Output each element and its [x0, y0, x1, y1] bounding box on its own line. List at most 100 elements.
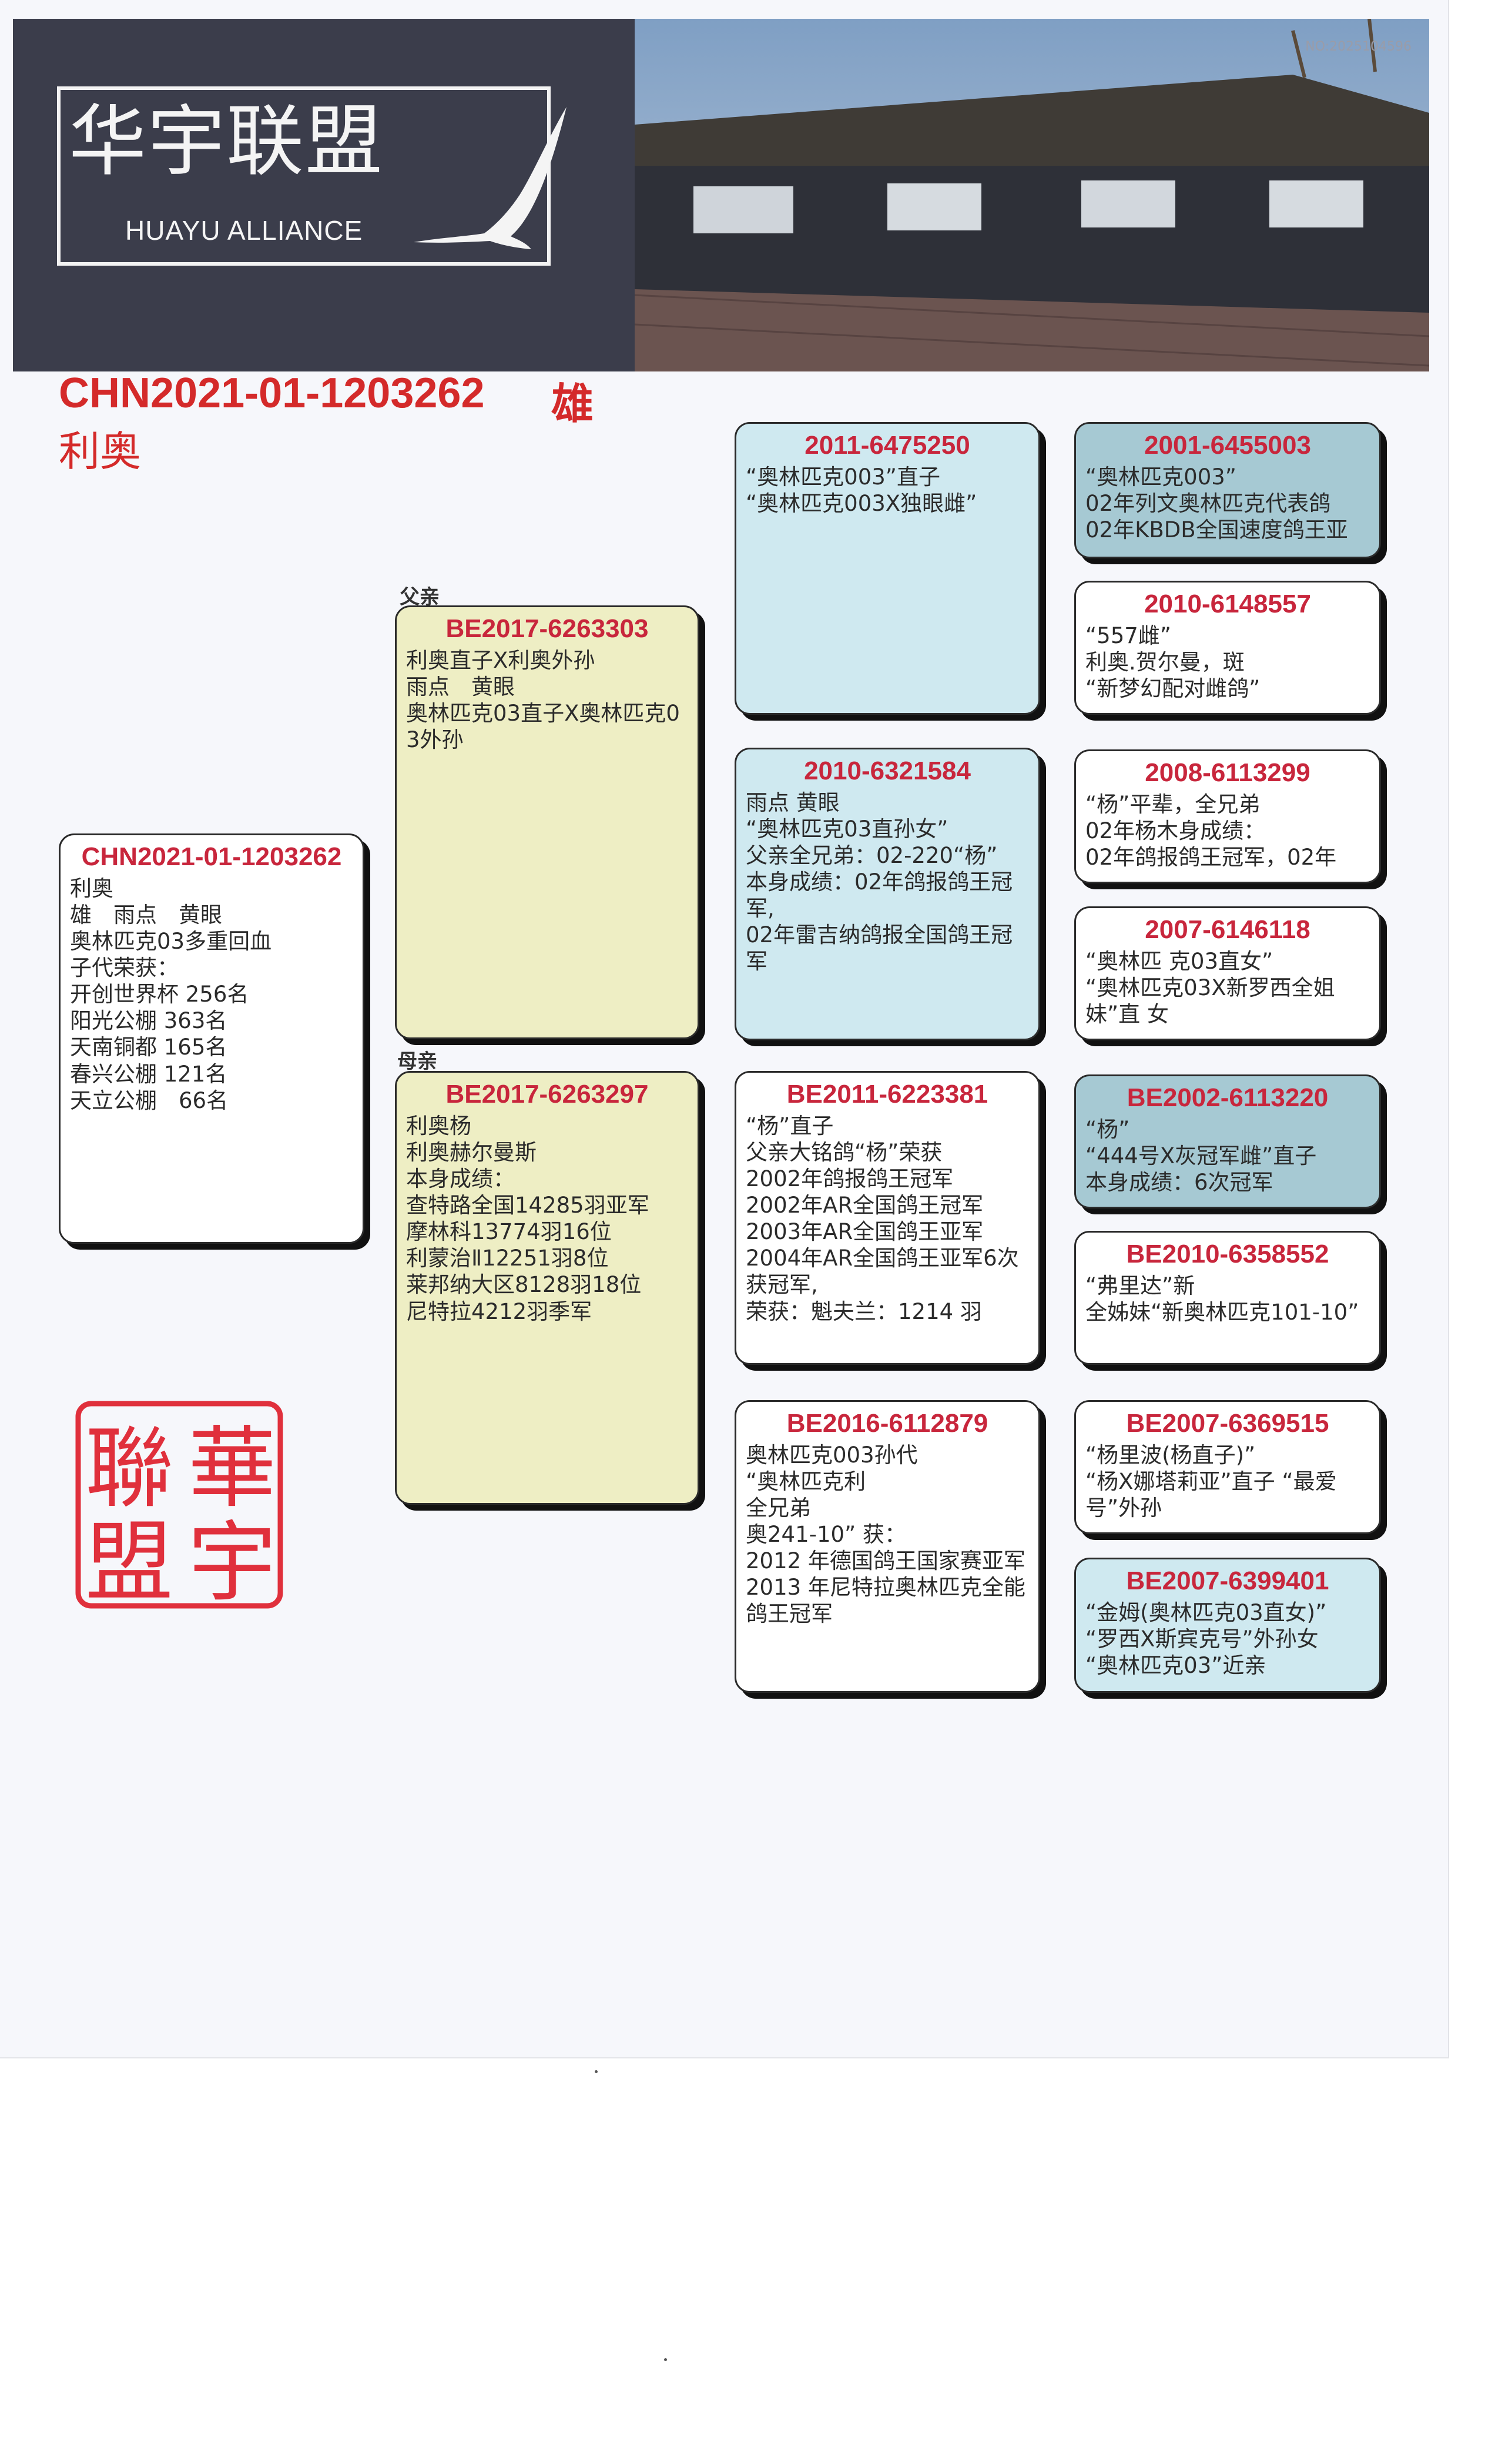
logo-chinese: 华宇联盟: [69, 96, 384, 187]
mother-line: 利奥杨: [406, 1113, 471, 1139]
mmm-line: “罗西X斯宾克号”外孙女: [1085, 1626, 1319, 1652]
father-label: 父亲: [400, 585, 440, 609]
subject-line: 开创世界杯 256名: [70, 982, 249, 1007]
subject-line: 子代荣获：: [70, 955, 179, 981]
mother-line: 莱邦纳大区8128羽18位: [406, 1272, 642, 1298]
mother-line: 本身成绩：: [406, 1166, 515, 1191]
mmm-card: BE2007-6399401 “金姆(奥林匹克03直女)” “罗西X斯宾克号”外…: [1074, 1558, 1381, 1693]
mmf-line: “杨X娜塔莉亚”直子 “最爱号”外孙: [1085, 1468, 1337, 1521]
subject-line: 奥林匹克03多重回血: [70, 928, 272, 954]
seal-char: 宇: [188, 1512, 276, 1611]
granddam-paternal-card: 2010-6321584 雨点 黄眼 “奥林匹克03直孙女” 父亲全兄弟：02-…: [735, 748, 1040, 1040]
mmf-card: BE2007-6369515 “杨里波(杨直子)” “杨X娜塔莉亚”直子 “最爱…: [1074, 1400, 1381, 1534]
ffm-line: “557雌”: [1085, 622, 1171, 648]
father-card: BE2017-6263303 利奥直子X利奥外孙 雨点 黄眼 奥林匹克03直子X…: [395, 605, 699, 1039]
fmm-line: “奥林匹克03X新罗西全姐妹”直 女: [1085, 975, 1335, 1027]
subject-ring: CHN2021-01-1203262: [81, 842, 342, 871]
mother-line: 查特路全国14285羽亚军: [406, 1193, 649, 1218]
main-name: 利奥: [59, 427, 141, 476]
fmf-line: “杨”平辈，全兄弟: [1085, 791, 1261, 817]
mmm-line: “金姆(奥林匹克03直女)”: [1085, 1599, 1327, 1625]
mfm-card: BE2010-6358552 “弗里达”新 全姊妹“新奥林匹克101-10”: [1074, 1231, 1381, 1365]
subject-line: 天立公棚 66名: [70, 1087, 229, 1113]
mf-line: 2002年鸽报鸽王冠军: [746, 1166, 954, 1191]
logo: 华宇联盟 HUAYU ALLIANCE: [57, 86, 551, 266]
mf-line: “杨”直子: [746, 1113, 834, 1139]
father-line: 利奥直子X利奥外孙: [406, 647, 595, 673]
loft-photo: [635, 19, 1429, 371]
ff-ring: 2011-6475250: [805, 431, 970, 460]
grandsire-paternal-card: 2011-6475250 “奥林匹克003”直子 “奥林匹克003X独眼雌”: [735, 422, 1040, 715]
mm-line: 奥241-10” 获：: [746, 1522, 906, 1548]
mm-ring: BE2016-6112879: [786, 1409, 988, 1438]
mmm-line: “奥林匹克03”近亲: [1085, 1652, 1266, 1678]
bird-icon: [414, 107, 567, 249]
mm-line: 奥林匹克003孙代: [746, 1442, 918, 1468]
fmf-card: 2008-6113299 “杨”平辈，全兄弟 02年杨木身成绩： 02年鸽报鸽王…: [1074, 749, 1381, 883]
fmf-ring: 2008-6113299: [1145, 758, 1310, 787]
fm-line: 雨点 黄眼: [746, 789, 840, 815]
fmf-line: 02年鸽报鸽王冠军，02年: [1085, 844, 1337, 870]
mfm-line: 全姊妹“新奥林匹克101-10”: [1085, 1299, 1359, 1325]
scan-speck: [595, 2070, 598, 2073]
subject-line: 阳光公棚 363名: [70, 1008, 227, 1034]
mother-line: 摩林科13774羽16位: [406, 1219, 612, 1245]
fm-line: 02年雷吉纳鸽报全国鸽王冠军: [746, 922, 1013, 975]
fff-line: 02年KBDB全国速度鸽王亚: [1085, 517, 1348, 543]
mm-line: “奥林匹克利: [746, 1468, 866, 1494]
document-number: NO:2025104596: [1305, 39, 1412, 54]
seal-char: 華: [188, 1418, 276, 1520]
mm-line: 全兄弟: [746, 1495, 811, 1521]
ff-line: “奥林匹克003”直子: [746, 464, 940, 490]
mff-line: 本身成绩：6次冠军: [1085, 1169, 1273, 1195]
mmf-line: “杨里波(杨直子)”: [1085, 1442, 1256, 1468]
mf-line: 父亲大铭鸽“杨”荣获: [746, 1139, 943, 1165]
father-line: 奥林匹克03直子X奥林匹克03外孙: [406, 700, 680, 753]
mmf-ring: BE2007-6369515: [1126, 1409, 1329, 1438]
mff-line: “444号X灰冠军雌”直子: [1085, 1143, 1317, 1169]
fm-line: 本身成绩：02年鸽报鸽王冠军,: [746, 869, 1013, 922]
mff-card: BE2002-6113220 “杨” “444号X灰冠军雌”直子 本身成绩：6次…: [1074, 1074, 1381, 1208]
mfm-ring: BE2010-6358552: [1126, 1240, 1329, 1268]
subject-card: CHN2021-01-1203262 利奥 雄 雨点 黄眼 奥林匹克03多重回血…: [59, 833, 364, 1244]
mf-line: 2004年AR全国鸽王亚军6次获冠军,: [746, 1246, 1019, 1298]
mf-line: 2002年AR全国鸽王冠军: [746, 1193, 984, 1218]
seal-char: 盟: [85, 1512, 173, 1611]
ff-line: “奥林匹克003X独眼雌”: [746, 490, 977, 516]
fff-ring: 2001-6455003: [1144, 431, 1311, 460]
grandsire-maternal-card: BE2011-6223381 “杨”直子 父亲大铭鸽“杨”荣获 2002年鸽报鸽…: [735, 1071, 1040, 1365]
fff-card: 2001-6455003 “奥林匹克003” 02年列文奥林匹克代表鸽 02年K…: [1074, 422, 1381, 558]
fmm-ring: 2007-6146118: [1145, 915, 1310, 944]
mf-ring: BE2011-6223381: [786, 1080, 988, 1109]
ffm-line: 利奥.贺尔曼，斑: [1085, 649, 1245, 675]
fmm-card: 2007-6146118 “奥林匹 克03直女” “奥林匹克03X新罗西全姐妹”…: [1074, 906, 1381, 1040]
mother-line: 利奥赫尔曼斯: [406, 1139, 537, 1165]
main-sex: 雄: [551, 381, 594, 428]
main-ring-number: CHN2021-01-1203262: [59, 370, 485, 417]
mother-line: 尼特拉4212羽季军: [406, 1298, 592, 1324]
mmm-ring: BE2007-6399401: [1126, 1566, 1329, 1595]
mff-ring: BE2002-6113220: [1127, 1083, 1329, 1112]
ffm-card: 2010-6148557 “557雌” 利奥.贺尔曼，斑 “新梦幻配对雌鸽”: [1074, 581, 1381, 715]
subject-line: 春兴公棚 121名: [70, 1061, 227, 1087]
fm-line: “奥林匹克03直孙女”: [746, 816, 948, 842]
mother-ring: BE2017-6263297: [445, 1080, 649, 1109]
fmf-line: 02年杨木身成绩：: [1085, 818, 1266, 843]
father-ring: BE2017-6263303: [445, 614, 649, 643]
scan-speck: [664, 2358, 667, 2361]
subject-line: 雄 雨点 黄眼: [70, 902, 222, 928]
mff-line: “杨”: [1085, 1116, 1130, 1142]
seal-char: 聯: [85, 1418, 173, 1520]
logo-english: HUAYU ALLIANCE: [125, 215, 363, 246]
father-line: 雨点 黄眼: [406, 674, 515, 699]
mfm-line: “弗里达”新: [1085, 1273, 1195, 1298]
ffm-ring: 2010-6148557: [1144, 590, 1311, 618]
fff-line: 02年列文奥林匹克代表鸽: [1085, 490, 1331, 516]
mother-card: BE2017-6263297 利奥杨 利奥赫尔曼斯 本身成绩： 查特路全国142…: [395, 1071, 699, 1505]
mm-line: 2013 年尼特拉奥林匹克全能鸽王冠军: [746, 1575, 1025, 1627]
seal-stamp: 華 宇 聯 盟: [75, 1401, 283, 1611]
fm-line: 父亲全兄弟：02-220“杨”: [746, 842, 998, 868]
fm-ring: 2010-6321584: [804, 756, 971, 785]
mother-label: 母亲: [397, 1050, 437, 1073]
mm-line: 2012 年德国鸽王国家赛亚军: [746, 1548, 1025, 1574]
